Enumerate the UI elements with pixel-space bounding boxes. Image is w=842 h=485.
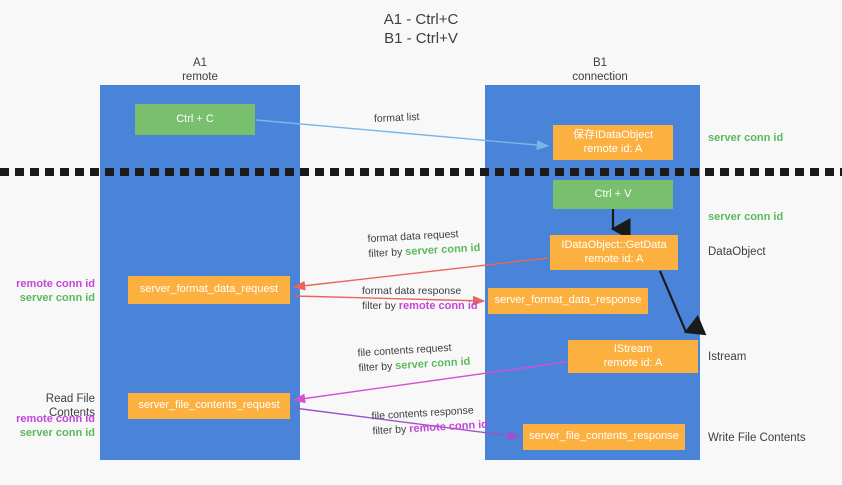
flow-label-format-data-response: format data response filter by remote co… (362, 284, 478, 314)
column-a1-name: A1 (192, 57, 208, 69)
box-save-idataobject-line2: remote id: A (583, 142, 643, 155)
box-server-format-data-request[interactable]: server_format_data_request (128, 276, 290, 304)
column-b1-role: connection (572, 71, 628, 83)
column-header-b1: B1 connection (520, 56, 680, 84)
left-label-remote-conn-id-2: remote conn id (16, 413, 95, 425)
flow-label-file-contents-response: file contents response filter by remote … (371, 403, 488, 440)
flow-label-file-contents-request: file contents request filter by server c… (357, 340, 471, 377)
flow-label-format-data-request: format data request filter by server con… (367, 226, 480, 262)
box-server-format-data-request-label: server_format_data_request (139, 283, 279, 296)
flow-file-contents-response-filter-prefix: filter by (372, 423, 410, 438)
box-save-idataobject[interactable]: 保存IDataObject remote id: A (553, 125, 673, 160)
box-server-format-data-response[interactable]: server_format_data_response (488, 288, 648, 314)
box-server-format-data-response-label: server_format_data_response (494, 294, 642, 307)
flow-format-data-response-filter: filter by remote conn id (362, 299, 478, 314)
box-istream-line2: remote id: A (603, 356, 663, 369)
right-label-write-file-contents: Write File Contents (708, 432, 806, 444)
phase-divider (0, 168, 842, 176)
box-server-file-contents-request-label: server_file_contents_request (138, 399, 280, 412)
left-label-remote-conn-id-1: remote conn id (16, 278, 95, 290)
box-save-idataobject-line1: 保存IDataObject (572, 129, 654, 141)
right-label-server-conn-id-1: server conn id (708, 132, 784, 144)
box-server-file-contents-response[interactable]: server_file_contents_response (523, 424, 685, 450)
flow-file-contents-response-filter-value: remote conn id (408, 418, 489, 436)
box-server-file-contents-request[interactable]: server_file_contents_request (128, 393, 290, 419)
left-label-server-conn-id-2: server conn id (19, 427, 95, 439)
left-label-read-file-contents: Read File Contents (45, 393, 95, 419)
column-b1-name: B1 (592, 57, 608, 69)
flow-file-contents-request-filter-prefix: filter by (358, 360, 396, 375)
box-getdata-line1: IDataObject::GetData (561, 239, 667, 251)
box-idataobject-getdata[interactable]: IDataObject::GetData remote id: A (550, 235, 678, 270)
flow-format-data-request-filter-prefix: filter by (368, 246, 406, 261)
box-ctrl-c-label: Ctrl + C (176, 112, 214, 125)
flow-label-format-list: format list (374, 110, 420, 127)
right-label-dataobject: DataObject (708, 246, 766, 258)
right-label-server-conn-id-2: server conn id (708, 211, 784, 223)
box-server-file-contents-response-label: server_file_contents_response (529, 430, 679, 443)
page-title: A1 - Ctrl+C B1 - Ctrl+V (383, 11, 459, 47)
column-header-a1: A1 remote (120, 56, 280, 84)
box-istream[interactable]: IStream remote id: A (568, 340, 698, 373)
left-label-conn-ids-1: remote conn id server conn id (0, 277, 95, 305)
flow-file-contents-request-filter-value: server conn id (394, 355, 471, 373)
left-label-conn-ids-2: remote conn id server conn id (0, 412, 95, 440)
box-getdata-line2: remote id: A (584, 252, 644, 265)
right-label-istream: Istream (708, 351, 747, 363)
box-ctrl-v[interactable]: Ctrl + V (553, 180, 673, 209)
box-istream-line1: IStream (613, 343, 653, 355)
flow-format-data-response-filter-prefix: filter by (362, 300, 399, 312)
left-label-server-conn-id-1: server conn id (19, 292, 95, 304)
flow-format-data-response-line1: format data response (362, 285, 462, 297)
flow-format-data-response-filter-value: remote conn id (398, 300, 478, 312)
flow-format-list-line1: format list (373, 110, 420, 126)
box-ctrl-c[interactable]: Ctrl + C (135, 104, 255, 135)
column-a1-role: remote (182, 71, 218, 83)
flow-format-data-request-filter-value: server conn id (404, 241, 481, 259)
box-ctrl-v-label: Ctrl + V (594, 187, 632, 200)
